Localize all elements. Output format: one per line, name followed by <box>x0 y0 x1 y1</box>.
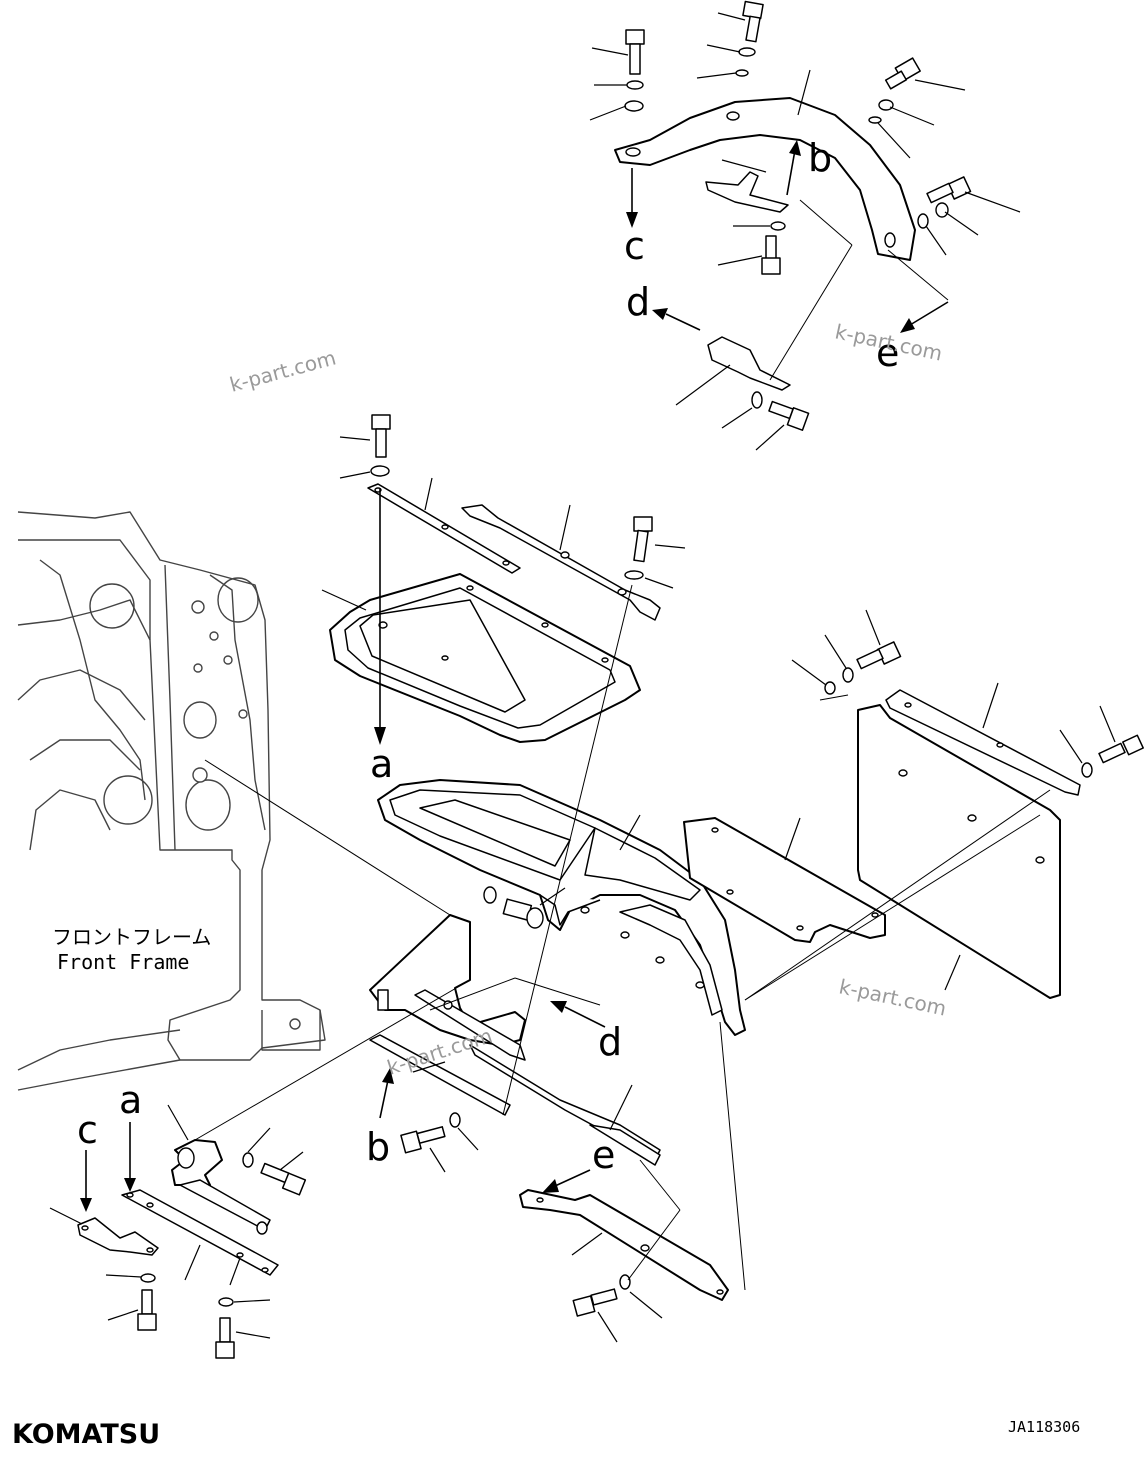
komatsu-logo: KOMATSU <box>12 1419 160 1450</box>
front-frame-ghost <box>17 511 326 1091</box>
top-leaders <box>589 12 1021 451</box>
drawing-code: JA118306 <box>1008 1418 1080 1436</box>
label-b-top: b <box>808 136 832 180</box>
main-fender-body <box>377 779 746 1036</box>
small-bracket-top <box>705 171 789 213</box>
label-d-mid: d <box>598 1020 622 1064</box>
pivot-bracket <box>369 886 544 1061</box>
label-c-top: c <box>624 224 645 268</box>
front-frame-caption: フロントフレーム Front Frame <box>52 925 211 974</box>
lower-arrows <box>80 1001 606 1212</box>
middle-bolts <box>321 414 686 611</box>
lower-leaders <box>49 584 1051 1343</box>
top-bolts <box>624 0 972 431</box>
side-mud-plate <box>683 817 886 943</box>
watermark-right-mid: k-part.com <box>837 974 949 1020</box>
upper-step-cover <box>329 573 641 743</box>
front-frame-jp: フロントフレーム <box>52 925 211 949</box>
watermark-left: k-part.com <box>227 345 338 396</box>
lower-left-strip <box>121 1189 279 1276</box>
mud-flap-bracket <box>885 682 1081 796</box>
lower-bolts <box>137 1112 631 1359</box>
front-frame-en: Front Frame <box>57 950 189 974</box>
label-c-low: c <box>77 1108 98 1152</box>
label-e-low: e <box>592 1133 615 1177</box>
mud-flap <box>857 704 1061 999</box>
label-d-top: d <box>626 280 650 324</box>
label-e-top: e <box>876 331 899 375</box>
long-support-bar <box>369 1034 661 1166</box>
arrow-a-upper <box>374 488 386 745</box>
label-b-low: b <box>366 1125 390 1169</box>
curved-fender-bracket <box>614 97 916 261</box>
reference-labels: b c d e a d a c b e <box>77 136 899 1177</box>
label-a-mid: a <box>370 742 393 786</box>
lower-left-bracket <box>171 1139 271 1235</box>
lower-left-c-plate <box>77 1217 159 1256</box>
top-arrows <box>626 140 949 333</box>
d-bracket-top <box>707 336 791 391</box>
right-bolts <box>791 609 1144 778</box>
e-bracket-lower <box>519 1189 729 1301</box>
top-strip-plate <box>367 483 521 574</box>
upper-long-bracket <box>461 504 661 621</box>
label-a-low: a <box>119 1078 142 1122</box>
